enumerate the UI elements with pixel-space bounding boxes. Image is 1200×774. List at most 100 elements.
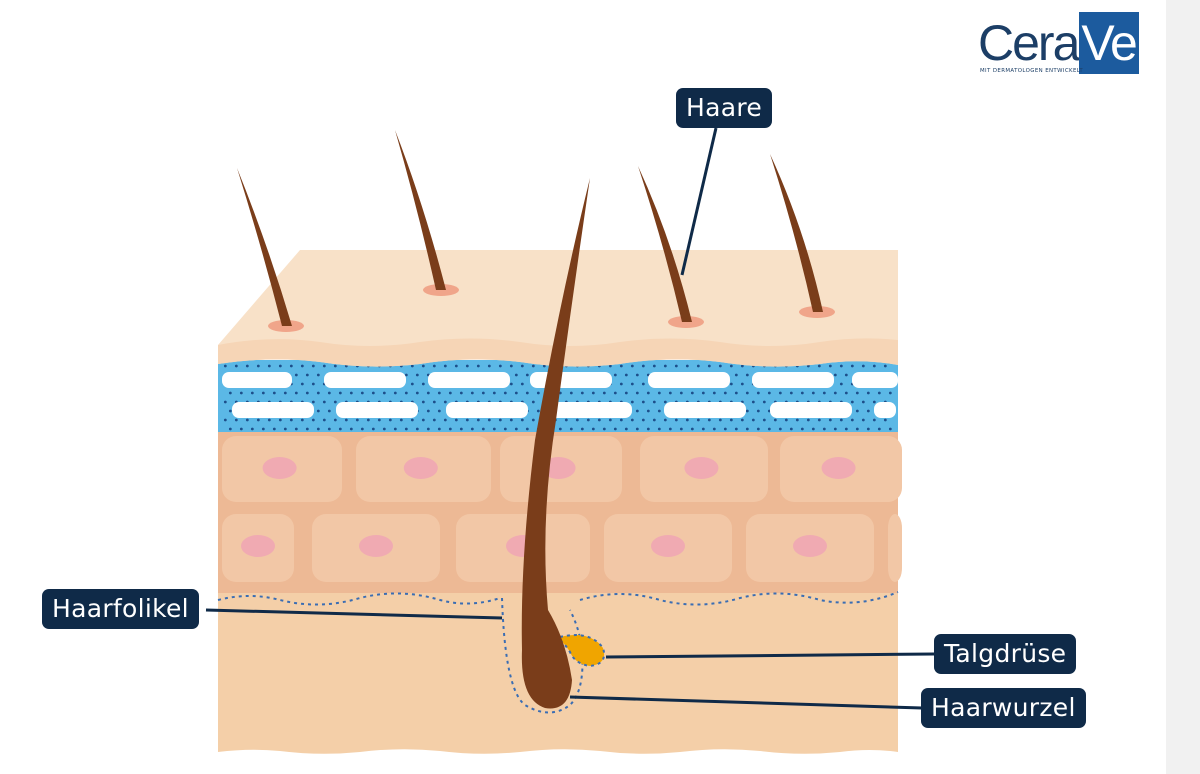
lipid-dot	[866, 427, 870, 431]
lipid-dot	[624, 427, 628, 431]
lipid-dot	[305, 427, 309, 431]
lipid-dot	[707, 364, 711, 368]
lipid-dot	[327, 427, 331, 431]
lipid-dot	[509, 418, 513, 422]
lipid-dot	[382, 391, 386, 395]
lipid-dot	[338, 427, 342, 431]
lipid-dot	[426, 391, 430, 395]
lipid-dot	[674, 418, 678, 422]
lipid-dot	[855, 391, 859, 395]
lipid-dot	[613, 373, 617, 377]
lipid-dot	[575, 418, 579, 422]
lipid-dot	[492, 391, 496, 395]
dermis-boundary-dotted	[217, 591, 899, 606]
lipid-dot	[294, 391, 298, 395]
lipid-dot	[641, 382, 645, 386]
lipid-dot	[300, 418, 304, 422]
lipid-dot	[459, 427, 463, 431]
lipid-dot	[657, 427, 661, 431]
hair-strand	[770, 154, 823, 312]
lipid-dot	[723, 391, 727, 395]
lipid-dot	[514, 427, 518, 431]
lipid-dot	[613, 391, 617, 395]
lipid-dot	[454, 364, 458, 368]
lipid-dot	[844, 391, 848, 395]
lipid-dot	[833, 391, 837, 395]
central-hair-shaft	[521, 178, 590, 709]
lipid-dot	[542, 364, 546, 368]
lipid-dot	[333, 418, 337, 422]
corneocyte-brick	[232, 402, 314, 418]
lipid-dot	[421, 364, 425, 368]
hair-strand	[638, 166, 692, 322]
lipid-dot	[883, 364, 887, 368]
right-margin-strip	[1166, 0, 1200, 774]
lipid-dot	[701, 427, 705, 431]
lipid-dot	[751, 418, 755, 422]
lipid-dot	[734, 373, 738, 377]
lipid-dot	[360, 427, 364, 431]
lipid-dot	[316, 373, 320, 377]
lipid-dot	[745, 373, 749, 377]
lipid-dot	[602, 427, 606, 431]
lipid-dot	[707, 418, 711, 422]
lipid-dot	[487, 364, 491, 368]
lipid-dot	[877, 427, 881, 431]
leader-line-follicle	[205, 608, 503, 620]
lipid-dot	[470, 391, 474, 395]
lipid-dot	[641, 364, 645, 368]
lipid-dot	[415, 373, 419, 377]
lipid-dot	[283, 427, 287, 431]
lipid-dot	[261, 391, 265, 395]
lipid-dot	[855, 409, 859, 413]
corneocyte-bricks	[222, 372, 898, 418]
corneocyte-brick	[336, 402, 418, 418]
lipid-dot	[360, 391, 364, 395]
lipid-dot	[481, 427, 485, 431]
lipid-dot	[333, 400, 337, 404]
lipid-dot	[531, 418, 535, 422]
lipid-dot	[294, 427, 298, 431]
lipid-dot	[734, 391, 738, 395]
lipid-dot	[410, 418, 414, 422]
lipid-dot	[509, 382, 513, 386]
lipid-dot	[426, 427, 430, 431]
lipid-dot	[278, 364, 282, 368]
lipid-dot	[888, 391, 892, 395]
lipid-dot	[426, 409, 430, 413]
lipid-dot	[619, 418, 623, 422]
lipid-dot	[525, 373, 529, 377]
lipid-dot	[740, 364, 744, 368]
lipid-dot	[591, 427, 595, 431]
lipid-dot	[619, 382, 623, 386]
lipid-dot	[806, 418, 810, 422]
lipid-dot	[569, 391, 573, 395]
leader-line-gland	[605, 652, 935, 659]
lipid-dot	[789, 427, 793, 431]
lipid-dot	[311, 364, 315, 368]
corneocyte-brick	[446, 402, 528, 418]
lipid-dot	[569, 427, 573, 431]
lipid-dot	[305, 373, 309, 377]
lipid-dot	[432, 364, 436, 368]
corneocyte-brick	[550, 402, 632, 418]
lipid-dot	[294, 373, 298, 377]
lipid-dot	[564, 418, 568, 422]
lipid-dot	[696, 418, 700, 422]
lipid-dot	[833, 427, 837, 431]
lipid-dot	[344, 418, 348, 422]
lipid-dot	[355, 418, 359, 422]
lipid-dot	[228, 409, 232, 413]
lipid-dot	[685, 418, 689, 422]
lipid-dot	[525, 427, 529, 431]
lipid-dot	[668, 427, 672, 431]
lipid-dot	[498, 364, 502, 368]
lipid-dot	[608, 418, 612, 422]
lipid-dot	[498, 418, 502, 422]
lipid-dot	[256, 418, 260, 422]
lipid-dot	[630, 400, 634, 404]
lipid-dot	[415, 391, 419, 395]
lipid-dot	[866, 391, 870, 395]
lipid-dot	[839, 418, 843, 422]
corneocyte-brick	[648, 372, 730, 388]
